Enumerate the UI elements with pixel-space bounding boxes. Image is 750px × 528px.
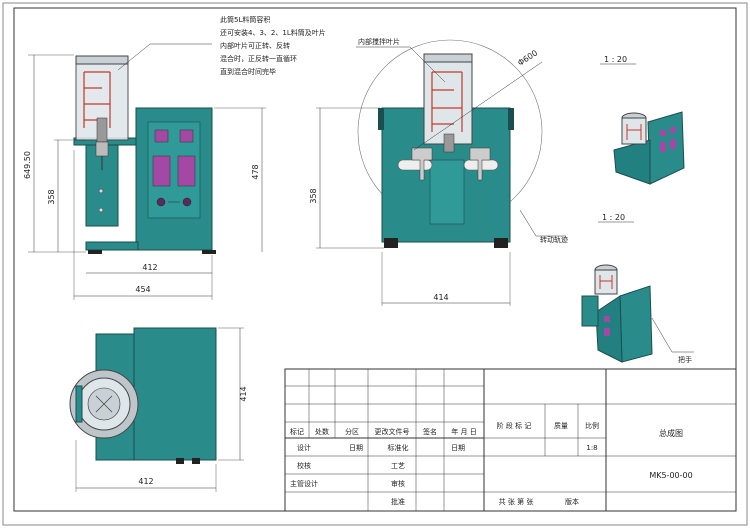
tb-header-sign: 签名 xyxy=(423,427,437,436)
title-block xyxy=(284,368,737,512)
note-line-5: 直到混合时间完毕 xyxy=(220,67,276,76)
dim-side-width: 414 xyxy=(433,293,448,302)
tb-row4-mid: 批准 xyxy=(391,497,405,506)
dim-front-lower-height: 358 xyxy=(47,189,56,204)
tb-row1-date1: 日期 xyxy=(349,444,363,452)
tb-sheets: 共 张 第 张 xyxy=(499,497,534,506)
dim-front-total-height: 649.50 xyxy=(23,151,32,179)
note-line-2: 还可安装4、3、2、1L料筒及叶片 xyxy=(220,28,326,37)
tb-scale-value: 1:8 xyxy=(586,444,597,452)
note-line-3: 内部叶片可正转、反转 xyxy=(220,41,290,50)
dim-front-body-height: 478 xyxy=(251,164,260,179)
tb-weight-label: 质量 xyxy=(554,421,568,430)
tb-header-date: 年 月 日 xyxy=(451,427,476,436)
dim-side-height: 358 xyxy=(309,188,318,203)
tb-scale-label: 比例 xyxy=(585,421,599,430)
tb-stage-label: 阶 段 标 记 xyxy=(497,421,532,430)
tb-version: 版本 xyxy=(565,497,579,506)
tb-row1-left: 设计 xyxy=(297,443,311,452)
tb-drawing-number: MK5-00-00 xyxy=(649,471,692,480)
tb-drawing-title: 总成图 xyxy=(659,428,683,438)
label-handle: 把手 xyxy=(678,355,692,364)
note-line-1: 此筒5L料筒容积 xyxy=(220,15,270,24)
label-inner-blade: 内部搅拌叶片 xyxy=(358,37,400,46)
dim-top-width: 412 xyxy=(138,477,153,486)
tb-header-mark: 标记 xyxy=(290,427,304,436)
tb-header-change-doc: 更改文件号 xyxy=(375,427,410,436)
tb-header-zone: 分区 xyxy=(345,427,359,436)
top-view xyxy=(69,327,244,492)
iso-view-top xyxy=(600,63,685,185)
note-line-4: 混合时，正反转一直循环 xyxy=(220,54,297,63)
capacity-note: 此筒5L料筒容积 还可安装4、3、2、1L料筒及叶片 内部叶片可正转、反转 混合… xyxy=(220,15,326,76)
dim-front-width-454: 454 xyxy=(135,285,150,294)
iso-bottom-scale: 1 : 20 xyxy=(602,213,625,222)
tb-row1-mid: 标准化 xyxy=(388,443,409,452)
side-view xyxy=(316,39,566,306)
dim-top-height: 414 xyxy=(239,386,248,401)
dim-front-width-412: 412 xyxy=(142,263,157,272)
iso-top-scale: 1 : 20 xyxy=(604,55,627,64)
tb-header-count: 处数 xyxy=(315,427,329,436)
tb-row1-date2: 日期 xyxy=(451,444,465,452)
tb-row3-left: 主管设计 xyxy=(290,479,318,488)
label-track: 转动轨迹 xyxy=(540,235,568,244)
front-view xyxy=(28,43,266,300)
tb-row3-mid: 审核 xyxy=(391,479,405,488)
tb-row2-mid: 工艺 xyxy=(391,462,405,470)
iso-view-bottom xyxy=(581,221,694,363)
dim-circle-diameter: Φ600 xyxy=(516,48,539,67)
tb-row2-left: 校核 xyxy=(297,461,311,470)
